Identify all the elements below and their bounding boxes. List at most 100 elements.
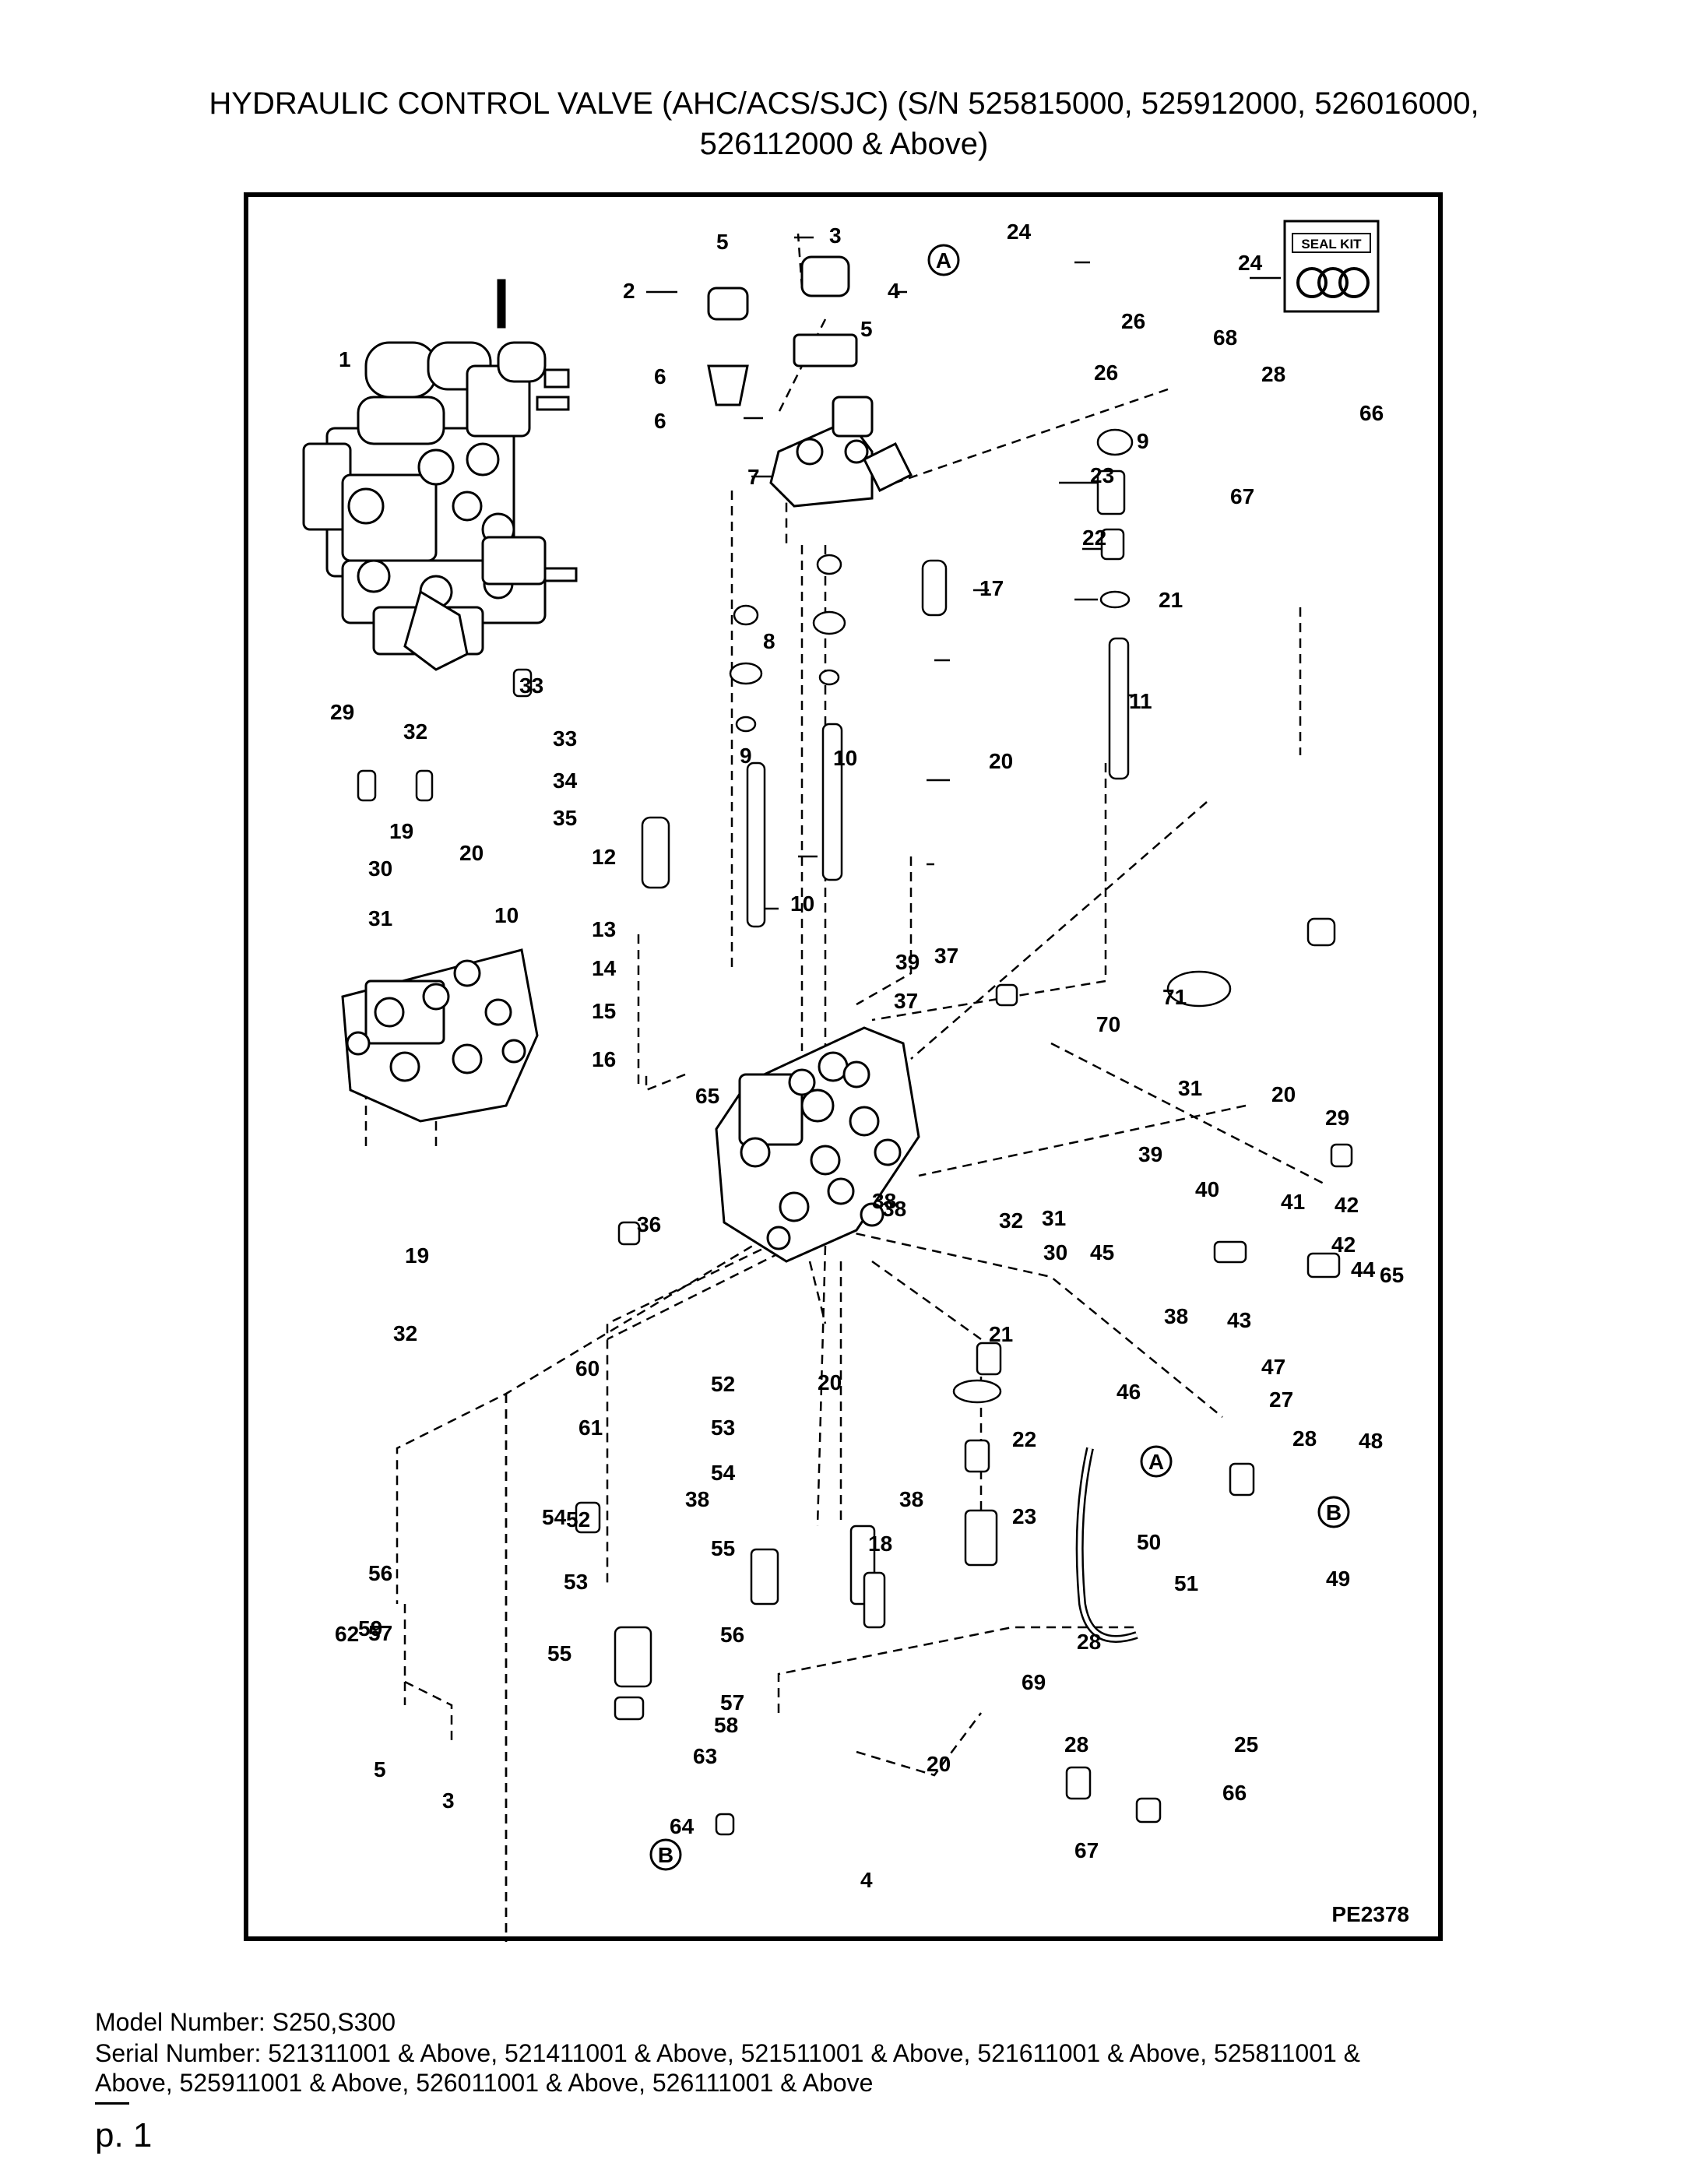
- callout-38: 38: [899, 1487, 923, 1511]
- callout-23: 23: [1090, 463, 1114, 487]
- callout-46: 46: [1117, 1380, 1141, 1404]
- callout-21: 21: [989, 1322, 1013, 1346]
- page-title-line-2: 526112000 & Above): [699, 127, 989, 161]
- valve-body-illustration: [341, 948, 539, 1123]
- callout-37: 37: [894, 989, 918, 1013]
- callout-52: 52: [711, 1372, 735, 1396]
- callout-5: 5: [374, 1757, 386, 1781]
- callout-54: 54: [542, 1505, 567, 1529]
- divider: [95, 2102, 129, 2105]
- callout-18: 18: [868, 1532, 892, 1556]
- callout-15: 15: [592, 999, 616, 1023]
- callout-36: 36: [637, 1212, 661, 1236]
- callout-10: 10: [790, 892, 814, 916]
- callout-2: 2: [623, 279, 635, 303]
- callout-38: 38: [872, 1189, 896, 1213]
- callout-41: 41: [1281, 1190, 1305, 1214]
- callout-51: 51: [1174, 1571, 1198, 1595]
- callout-38: 38: [685, 1487, 709, 1511]
- callout-39: 39: [895, 950, 920, 974]
- callout-34: 34: [553, 768, 578, 793]
- callout-21: 21: [1159, 588, 1183, 612]
- callout-55: 55: [547, 1641, 571, 1665]
- callout-33: 33: [553, 726, 577, 751]
- callout-55: 55: [711, 1536, 735, 1560]
- callout-20: 20: [459, 841, 484, 865]
- callout-11: 11: [1129, 689, 1152, 713]
- callout-29: 29: [330, 700, 354, 724]
- callout-20: 20: [1271, 1082, 1296, 1106]
- callout-31: 31: [1042, 1206, 1066, 1230]
- callout-16: 16: [592, 1047, 616, 1071]
- main-valve-body-illustration: [715, 1026, 920, 1263]
- callout-28: 28: [1077, 1630, 1101, 1654]
- callout-7: 7: [747, 465, 760, 489]
- serial-number-line-2: Above, 525911001 & Above, 526011001 & Ab…: [95, 2069, 874, 2097]
- callout-13: 13: [592, 917, 616, 941]
- callout-10: 10: [494, 903, 519, 927]
- callout-65: 65: [1380, 1263, 1404, 1287]
- callout-50: 50: [1137, 1530, 1161, 1554]
- callout-20: 20: [818, 1370, 842, 1394]
- callout-37: 37: [934, 944, 958, 968]
- figure-id: PE2378: [1331, 1902, 1409, 1926]
- callout-45: 45: [1090, 1240, 1114, 1264]
- callout-63: 63: [693, 1744, 717, 1768]
- callout-14: 14: [592, 956, 617, 980]
- callout-12: 12: [592, 845, 616, 869]
- callout-22: 22: [1082, 526, 1106, 550]
- callout-68: 68: [1213, 325, 1237, 350]
- callout-52: 52: [566, 1507, 590, 1532]
- callout-28: 28: [1064, 1732, 1088, 1757]
- svg-text:SEAL KIT: SEAL KIT: [1301, 237, 1362, 251]
- callout-44: 44: [1351, 1257, 1376, 1282]
- callout-10: 10: [833, 746, 857, 770]
- callout-32: 32: [393, 1321, 417, 1345]
- svg-text:B: B: [1326, 1500, 1342, 1525]
- callout-59: 59: [358, 1616, 382, 1641]
- callout-27: 27: [1269, 1387, 1293, 1412]
- callout-40: 40: [1195, 1177, 1219, 1201]
- callout-66: 66: [1359, 401, 1384, 425]
- callout-33: 33: [519, 673, 543, 698]
- callout-62: 62: [335, 1622, 359, 1646]
- callout-25: 25: [1234, 1732, 1258, 1757]
- page-number: p. 1: [95, 2116, 153, 2154]
- valve-assembly-illustration: [302, 279, 578, 671]
- callout-31: 31: [368, 906, 392, 930]
- callout-3: 3: [829, 223, 842, 248]
- callout-30: 30: [368, 856, 392, 881]
- callout-67: 67: [1230, 484, 1254, 508]
- callout-54: 54: [711, 1461, 736, 1485]
- callout-69: 69: [1022, 1670, 1046, 1694]
- callout-42: 42: [1331, 1233, 1356, 1257]
- callout-53: 53: [564, 1570, 588, 1594]
- callout-66: 66: [1222, 1781, 1247, 1805]
- reference-markers: A A B B: [649, 244, 1350, 1871]
- callout-19: 19: [389, 819, 413, 843]
- callout-42: 42: [1335, 1193, 1359, 1217]
- callout-64: 64: [670, 1814, 695, 1838]
- exploded-parts-diagram: SEAL KIT A A B B 12334455566789910101011…: [244, 192, 1443, 1942]
- callout-48: 48: [1359, 1429, 1383, 1453]
- callout-28: 28: [1292, 1426, 1317, 1451]
- callout-29: 29: [1325, 1106, 1349, 1130]
- callout-38: 38: [1164, 1304, 1188, 1328]
- spool-illustrations: [641, 559, 1130, 1605]
- callout-58: 58: [714, 1713, 738, 1737]
- callout-19: 19: [405, 1243, 429, 1268]
- svg-text:B: B: [658, 1843, 673, 1867]
- callout-32: 32: [403, 719, 427, 744]
- callout-57: 57: [368, 1621, 392, 1645]
- callout-30: 30: [1043, 1240, 1067, 1264]
- callout-70: 70: [1096, 1012, 1120, 1036]
- callout-17: 17: [979, 576, 1004, 600]
- callout-9: 9: [1137, 429, 1149, 453]
- leader-lines: [370, 236, 1281, 910]
- callout-26: 26: [1094, 360, 1118, 385]
- callout-56: 56: [720, 1623, 744, 1647]
- callout-39: 39: [1138, 1142, 1162, 1166]
- callout-65: 65: [695, 1084, 719, 1108]
- callout-31: 31: [1178, 1076, 1202, 1100]
